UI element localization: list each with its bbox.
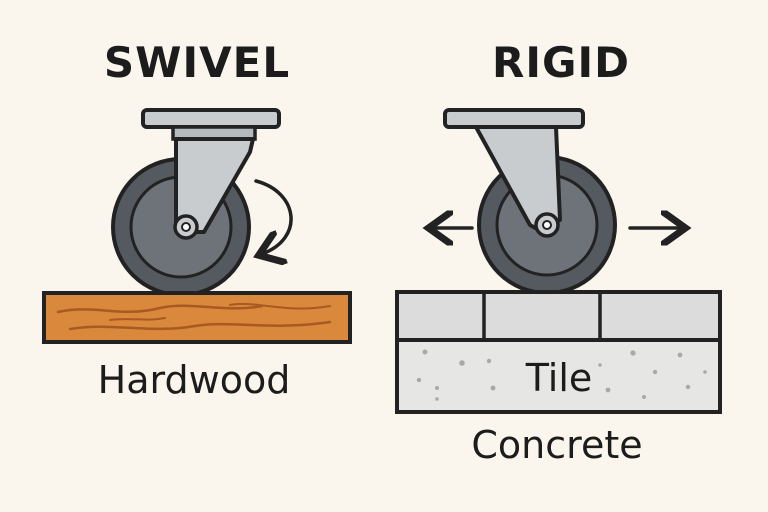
concrete-slab (395, 338, 722, 414)
rigid-axle (534, 212, 560, 238)
swivel-caster (111, 108, 293, 297)
rigid-top-plate (443, 108, 585, 129)
concrete-label: Concrete (471, 423, 643, 467)
rigid-title: RIGID (492, 38, 630, 87)
hardwood-plank (42, 291, 352, 344)
swivel-title: SWIVEL (103, 38, 291, 87)
swivel-axle (173, 214, 199, 240)
rigid-caster (432, 108, 682, 295)
swivel-top-plate (141, 108, 281, 129)
curved-rotation-arrow-icon (256, 179, 293, 254)
hardwood-label: Hardwood (97, 358, 291, 402)
tile-row (395, 290, 722, 342)
tile-label: Tile (525, 356, 593, 400)
